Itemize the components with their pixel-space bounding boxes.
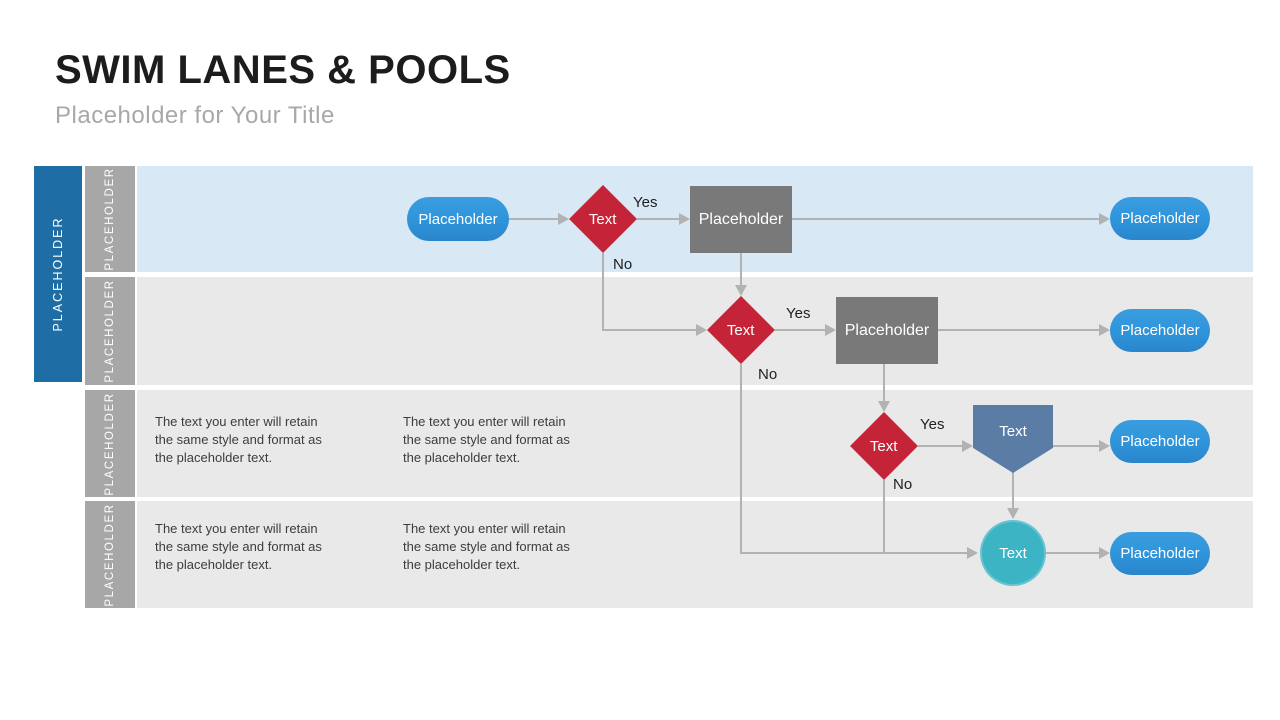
connector-circle: Text xyxy=(980,520,1046,586)
yes-label-2: Yes xyxy=(786,305,811,322)
yes-label-3: Yes xyxy=(920,416,945,433)
end-terminator-3: Placeholder xyxy=(1110,420,1210,463)
lane-header-3: PLACEHOLDER xyxy=(85,390,135,497)
no-label-1: No xyxy=(613,256,633,273)
end-terminator-4: Placeholder xyxy=(1110,532,1210,575)
arrowhead-icon xyxy=(679,213,690,225)
arrowhead-icon xyxy=(1099,440,1110,452)
lane-4 xyxy=(137,501,1253,608)
arrowhead-icon xyxy=(1099,547,1110,559)
arrowhead-icon xyxy=(1099,324,1110,336)
pool-label: PLACEHOLDER xyxy=(51,216,65,332)
connector xyxy=(740,253,742,285)
arrowhead-icon xyxy=(1099,213,1110,225)
connector-circle-label: Text xyxy=(999,544,1027,562)
arrowhead-icon xyxy=(558,213,569,225)
connector xyxy=(509,218,558,220)
arrowhead-icon xyxy=(967,547,978,559)
connector xyxy=(602,253,604,331)
connector xyxy=(602,329,696,331)
connector xyxy=(775,329,825,331)
process-2-label: Placeholder xyxy=(844,321,930,339)
end-terminator-1-label: Placeholder xyxy=(1120,210,1200,227)
start-terminator-label: Placeholder xyxy=(418,210,498,228)
connector xyxy=(1012,472,1014,508)
connector xyxy=(792,218,1099,220)
lane-2 xyxy=(137,277,1253,385)
end-terminator-4-label: Placeholder xyxy=(1120,545,1200,562)
end-terminator-1: Placeholder xyxy=(1110,197,1210,240)
end-terminator-3-label: Placeholder xyxy=(1120,433,1200,450)
lane-3 xyxy=(137,390,1253,497)
start-terminator: Placeholder xyxy=(407,197,509,241)
connector xyxy=(637,218,679,220)
arrowhead-icon xyxy=(962,440,973,452)
process-1-label: Placeholder xyxy=(698,210,784,228)
arrowhead-icon xyxy=(696,324,707,336)
end-terminator-2: Placeholder xyxy=(1110,309,1210,352)
no-label-3: No xyxy=(893,476,913,493)
arrowhead-icon xyxy=(735,285,747,296)
lane-label-1: PLACEHOLDER xyxy=(104,167,116,271)
arrowhead-icon xyxy=(1007,508,1019,519)
connector xyxy=(883,364,885,401)
process-1: Placeholder xyxy=(690,186,792,253)
no-label-2: No xyxy=(758,366,778,383)
lane-header-2: PLACEHOLDER xyxy=(85,277,135,385)
decision-2-label: Text xyxy=(727,321,755,339)
lane-4-text-block-2: The text you enter will retain the same … xyxy=(403,521,570,572)
lane-label-3: PLACEHOLDER xyxy=(104,391,116,496)
connector xyxy=(1053,445,1099,447)
decision-3-label: Text xyxy=(870,437,898,455)
connector xyxy=(740,552,967,554)
lane-3-text-block-2: The text you enter will retain the same … xyxy=(403,414,570,465)
lane-header-1: PLACEHOLDER xyxy=(85,166,135,272)
connector xyxy=(918,445,962,447)
process-2: Placeholder xyxy=(836,297,938,364)
decision-1-label: Text xyxy=(589,210,617,228)
page-title: SWIM LANES & POOLS xyxy=(55,48,511,92)
lane-label-4: PLACEHOLDER xyxy=(104,502,116,607)
lane-label-2: PLACEHOLDER xyxy=(104,279,116,383)
lane-3-text-block-1: The text you enter will retain the same … xyxy=(155,414,322,465)
connector xyxy=(1046,552,1099,554)
pool-label-bar: PLACEHOLDER xyxy=(34,166,82,382)
yes-label-1: Yes xyxy=(633,194,658,211)
connector xyxy=(740,364,742,554)
arrowhead-icon xyxy=(878,401,890,412)
page-subtitle: Placeholder for Your Title xyxy=(55,102,335,129)
connector xyxy=(938,329,1099,331)
connector xyxy=(883,480,885,554)
lane-header-4: PLACEHOLDER xyxy=(85,501,135,608)
lane-4-text-block-1: The text you enter will retain the same … xyxy=(155,521,322,572)
merge-shape-label: Text xyxy=(999,422,1027,440)
end-terminator-2-label: Placeholder xyxy=(1120,322,1200,339)
arrowhead-icon xyxy=(825,324,836,336)
